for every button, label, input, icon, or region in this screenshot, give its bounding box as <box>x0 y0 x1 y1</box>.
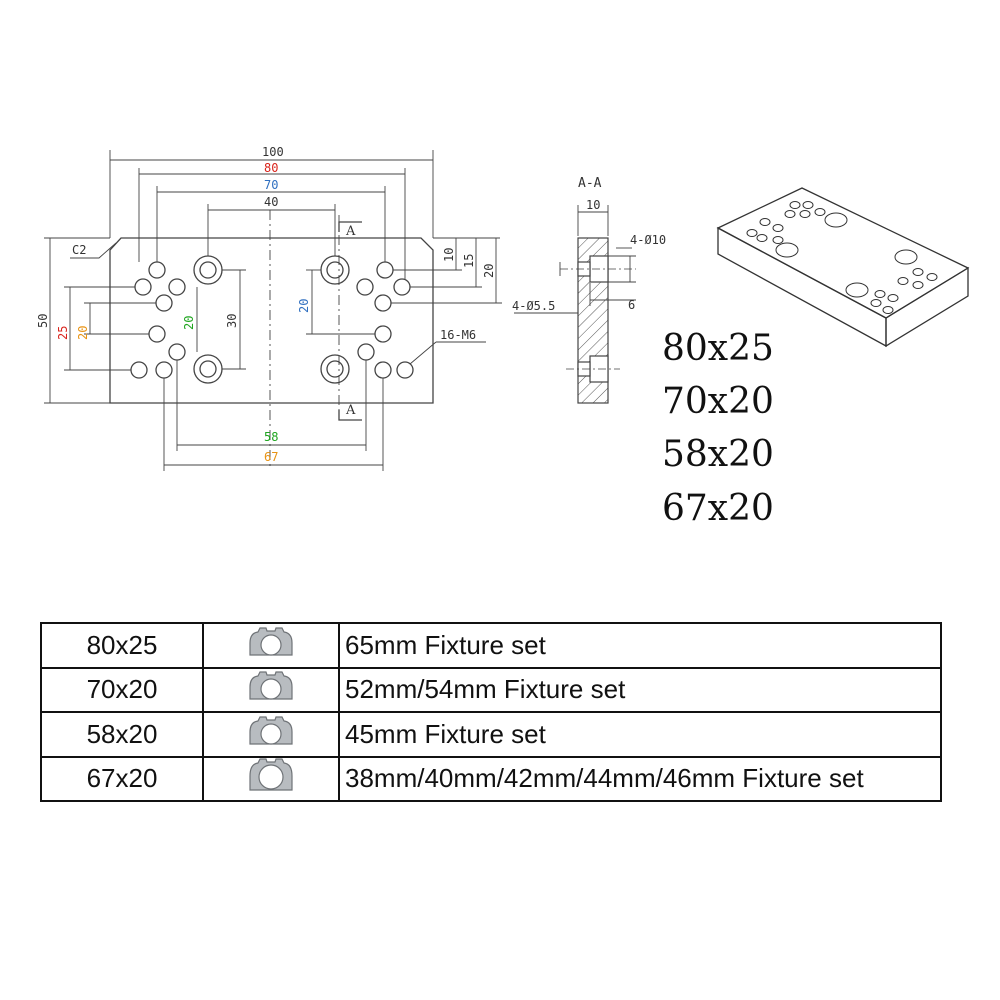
dim-20-edge: 20 <box>482 264 496 278</box>
description-cell: 38mm/40mm/42mm/44mm/46mm Fixture set <box>338 755 942 802</box>
size-cell: 58x20 <box>40 711 204 758</box>
description-cell: 52mm/54mm Fixture set <box>338 666 942 713</box>
through-hole-note: 4-Ø5.5 <box>512 299 555 313</box>
table-row: 70x20 52mm/54mm Fixture set <box>40 666 942 713</box>
dim-20-inner: 20 <box>182 316 196 330</box>
section-thickness: 10 <box>586 198 600 212</box>
dim-25: 25 <box>56 326 70 340</box>
section-marker-bottom: A <box>345 403 356 418</box>
iso-side-face <box>885 266 969 348</box>
size-label: 58x20 <box>662 434 774 475</box>
dimension-texts: 100 80 70 40 C2 50 25 20 20 30 20 10 15 … <box>36 145 496 464</box>
description-cell: 65mm Fixture set <box>338 622 942 669</box>
depth-note: 6 <box>628 298 635 312</box>
size-cell: 67x20 <box>40 755 204 802</box>
size-label: 80x25 <box>662 328 774 369</box>
dim-15: 15 <box>462 254 476 268</box>
section-arrow-bottom <box>338 410 362 421</box>
chamfer-label: C2 <box>72 243 86 257</box>
dim-70: 70 <box>264 178 278 192</box>
counterbore-note: 4-Ø10 <box>630 233 666 247</box>
clamp-fixture-icon <box>249 671 293 700</box>
clamp-fixture-icon <box>249 758 293 791</box>
plate-outline <box>109 237 434 404</box>
section-arrow-top <box>338 221 362 232</box>
dim-30: 30 <box>225 314 239 328</box>
dim-20-right: 20 <box>297 299 311 313</box>
dim-10: 10 <box>442 248 456 262</box>
iso-holes <box>746 201 938 314</box>
dim-58: 58 <box>264 430 278 444</box>
size-cell: 80x25 <box>40 622 204 669</box>
right-hole-group <box>320 255 414 384</box>
clamp-fixture-icon <box>249 627 293 656</box>
table-row: 80x25 65mm Fixture set <box>40 622 942 669</box>
icon-cell <box>202 711 340 758</box>
dim-80: 80 <box>264 161 278 175</box>
dim-40: 40 <box>264 195 278 209</box>
dimension-lines <box>44 150 502 471</box>
icon-cell <box>202 666 340 713</box>
dim-50: 50 <box>36 314 50 328</box>
fixture-spec-table: 80x25 65mm Fixture set 70x20 52mm/54mm F… <box>40 622 942 802</box>
icon-cell <box>202 755 340 802</box>
size-cell: 70x20 <box>40 666 204 713</box>
dim-67: 67 <box>264 450 278 464</box>
section-marker-top: A <box>345 224 356 239</box>
thread-note: 16-M6 <box>440 328 476 342</box>
dim-20-left: 20 <box>76 326 90 340</box>
technical-drawing: 100 80 70 40 C2 50 25 20 20 30 20 10 15 … <box>36 145 970 471</box>
icon-cell <box>202 622 340 669</box>
section-title: A-A <box>578 176 602 191</box>
isometric-view <box>716 187 970 348</box>
description-cell: 45mm Fixture set <box>338 711 942 758</box>
dim-100: 100 <box>262 145 284 159</box>
left-hole-group <box>130 255 223 384</box>
table-row: 58x20 45mm Fixture set <box>40 711 942 758</box>
clamp-fixture-icon <box>249 716 293 745</box>
section-view: A-A 10 4-Ø10 6 4-Ø5.5 <box>512 176 666 404</box>
table-row: 67x20 38mm/40mm/42mm/44mm/46mm Fixture s… <box>40 755 942 802</box>
size-label: 67x20 <box>662 488 774 529</box>
size-label: 70x20 <box>662 381 774 422</box>
iso-top-face <box>716 187 970 319</box>
